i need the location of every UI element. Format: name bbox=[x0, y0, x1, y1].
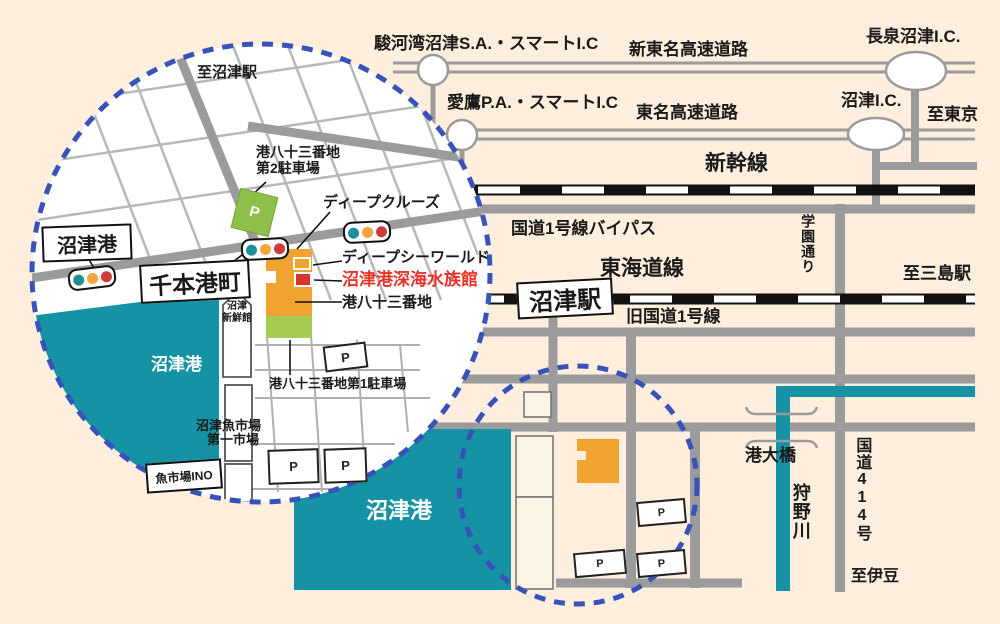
fish-market-label-line2: 第一市場 bbox=[207, 432, 260, 447]
parking-marker: P bbox=[323, 447, 368, 484]
gakuen-dori-label: 学園通り bbox=[800, 214, 817, 274]
suruga-sa-marker bbox=[416, 53, 450, 87]
aquarium-marker bbox=[294, 272, 312, 287]
shin-tomei-label: 新東名高速道路 bbox=[629, 40, 748, 59]
parking-marker: P bbox=[267, 448, 320, 485]
ashitaka-pa-marker bbox=[445, 118, 479, 152]
parking2-label-line1: 港八十三番地 bbox=[256, 144, 340, 160]
kano-river bbox=[776, 386, 975, 591]
harbor-water-inset bbox=[32, 292, 219, 502]
to-izu-label: 至伊豆 bbox=[851, 568, 900, 585]
numazu-ic-marker bbox=[846, 116, 906, 152]
senshokan-label-line1: 沼津 bbox=[227, 301, 247, 312]
parking-marker-overview: P bbox=[636, 548, 687, 579]
parking1-label: 港八十三番地第1駐車場 bbox=[269, 376, 407, 391]
numazu-ic-label: 沼津I.C. bbox=[841, 91, 902, 110]
port-label-main: 沼津港 bbox=[366, 498, 433, 523]
fish-market-label-line1: 沼津魚市場 bbox=[196, 418, 262, 433]
deep-cruise-label: ディープクルーズ bbox=[323, 194, 440, 211]
minato-ohashi-label: 港大橋 bbox=[745, 446, 796, 465]
detail-area-buildings bbox=[515, 391, 554, 590]
source-area-circle-outline bbox=[456, 363, 700, 607]
parking2-label-line2: 第2駐車場 bbox=[256, 160, 320, 176]
senshokan-label-line2: 新鮮館 bbox=[222, 313, 252, 324]
aquarium-block-overview bbox=[577, 439, 619, 483]
parking-marker-overview: P bbox=[573, 548, 627, 579]
r414-label: 国道414号 bbox=[853, 437, 871, 542]
suruga-sa-label: 駿河湾沼津S.A.・スマートI.C bbox=[374, 34, 599, 53]
numazu-station-box: 沼津駅 bbox=[516, 277, 614, 320]
parking-marker-overview: P bbox=[636, 497, 687, 528]
ashitaka-pa-label: 愛鷹P.A.・スマートI.C bbox=[447, 93, 619, 112]
parking1-marker: P bbox=[322, 341, 369, 373]
shinkansen-label: 新幹線 bbox=[705, 152, 768, 175]
to-mishima-label: 至三島駅 bbox=[903, 264, 971, 283]
deep-sea-world-label: ディープシーワールド bbox=[342, 249, 491, 266]
sembon-minato-cho-box: 千本港町 bbox=[139, 259, 251, 304]
traffic-light-icon bbox=[342, 219, 392, 245]
kanogawa-label: 狩野川 bbox=[790, 483, 811, 540]
fish-market-building2 bbox=[224, 463, 253, 502]
numazu-port-box: 沼津港 bbox=[41, 223, 133, 263]
tokaido-line-label: 東海道線 bbox=[600, 257, 684, 280]
magnifier-circle-outline bbox=[29, 41, 493, 505]
traffic-light-icon bbox=[240, 236, 290, 262]
main-roads bbox=[430, 204, 975, 592]
old-r1-label: 旧国道1号線 bbox=[626, 307, 721, 326]
nagaizumi-ic-marker bbox=[884, 50, 948, 92]
tomei-label: 東名高速道路 bbox=[636, 103, 738, 122]
to-tokyo-label: 至東京 bbox=[927, 105, 978, 124]
aquarium-label: 沼津港深海水族館 bbox=[342, 270, 478, 289]
bridge-symbol bbox=[744, 406, 819, 449]
uoichiba-ino-box: 魚市場INO bbox=[145, 458, 223, 494]
interchange-markers bbox=[416, 50, 948, 152]
deep-sea-world-marker bbox=[293, 257, 311, 270]
to-numazu-station-label: 至沼津駅 bbox=[197, 64, 258, 81]
harbor-water-label: 沼津港 bbox=[151, 355, 202, 374]
fish-market-building bbox=[224, 384, 253, 462]
nagaizumi-ic-label: 長泉沼津I.C. bbox=[866, 27, 961, 46]
minato83-label: 港八十三番地 bbox=[342, 294, 433, 311]
r1-bypass-label: 国道1号線バイパス bbox=[511, 219, 657, 238]
